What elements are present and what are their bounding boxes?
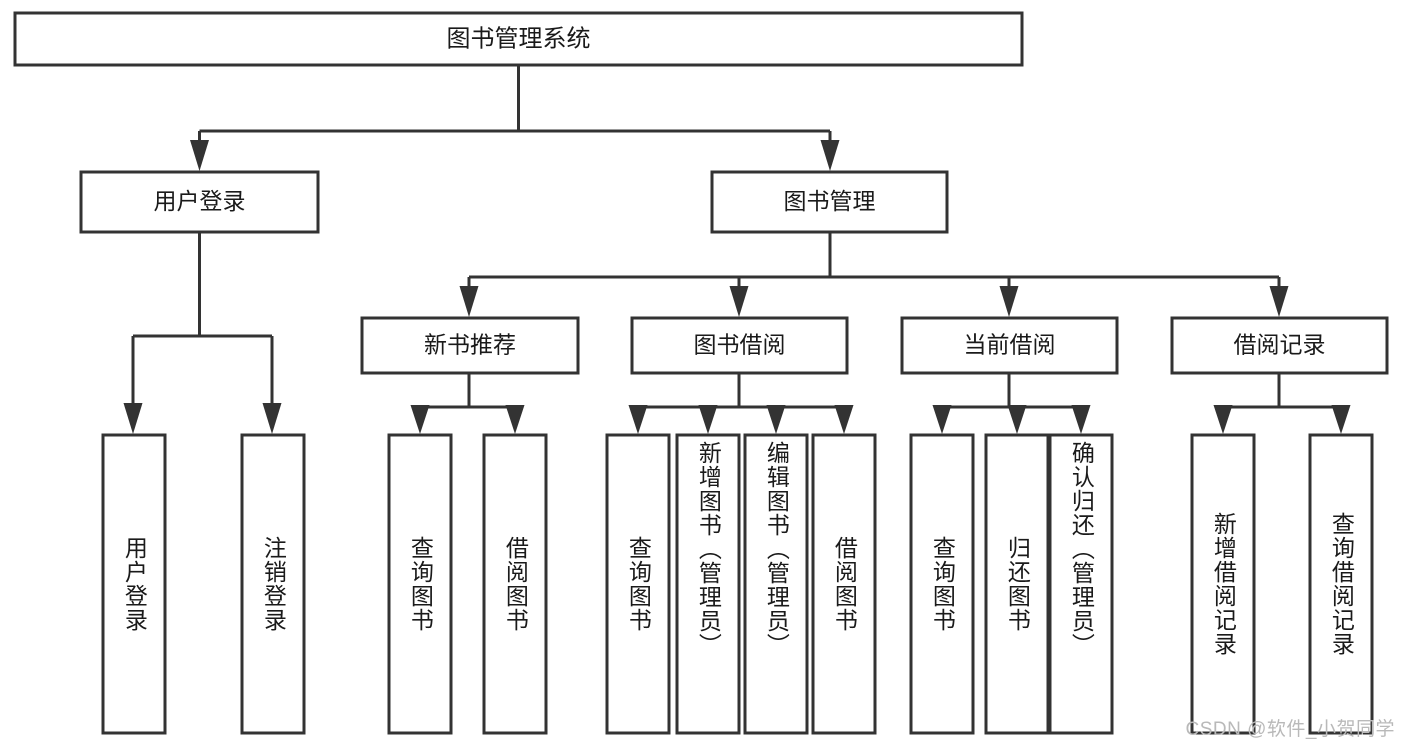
node-leaf-user-login[interactable]: [101, 433, 167, 735]
node-leaf-borrow-book[interactable]: [811, 433, 877, 735]
node-user-login[interactable]: 用户登录: [79, 170, 320, 234]
node-leaf-add-borrow-record[interactable]: [1190, 433, 1256, 735]
arrow-head-icon: [834, 405, 854, 434]
node-current-borrow-label: 当前借阅: [964, 332, 1056, 358]
arrow-head-icon: [262, 403, 282, 434]
node-leaf-logout[interactable]: [240, 433, 306, 735]
node-book-borrow-label: 图书借阅: [694, 332, 786, 358]
arrow-head-icon: [123, 403, 143, 434]
node-leaf-query-book-cur[interactable]: [909, 433, 975, 735]
connector-root-to-level2: [190, 65, 840, 171]
arrow-head-icon: [698, 405, 718, 434]
connector-book-borrow-to-leaves: [628, 373, 854, 434]
arrow-head-icon: [820, 140, 840, 171]
connector-user-login-to-leaves: [123, 232, 282, 434]
arrow-head-icon: [999, 286, 1019, 317]
node-borrow-record-label: 借阅记录: [1234, 332, 1326, 358]
arrow-head-icon: [1007, 405, 1027, 434]
arrow-head-icon: [459, 286, 479, 317]
arrow-head-icon: [190, 140, 209, 171]
node-leaf-query-borrow-record[interactable]: [1308, 433, 1374, 735]
node-leaf-return-book[interactable]: [984, 433, 1050, 735]
watermark: CSDN @软件_小贺同学: [1185, 719, 1395, 740]
arrow-head-icon: [729, 286, 749, 317]
leaf-boxes: [101, 433, 1374, 735]
node-book-borrow[interactable]: 图书借阅: [630, 316, 849, 375]
node-leaf-borrow-book-rec[interactable]: [482, 433, 548, 735]
node-book-manage[interactable]: 图书管理: [710, 170, 949, 234]
arrow-head-icon: [1331, 405, 1351, 434]
node-leaf-edit-book-admin[interactable]: [743, 433, 809, 735]
node-new-book-recommend-label: 新书推荐: [424, 332, 516, 358]
arrow-head-icon: [932, 405, 952, 434]
arrow-head-icon: [505, 405, 525, 434]
connector-new-book-recommend-to-leaves: [410, 373, 525, 434]
arrow-head-icon: [766, 405, 786, 434]
node-new-book-recommend[interactable]: 新书推荐: [360, 316, 580, 375]
node-root[interactable]: 图书管理系统: [13, 11, 1024, 67]
node-current-borrow[interactable]: 当前借阅: [900, 316, 1119, 375]
node-leaf-add-book-admin[interactable]: [675, 433, 741, 735]
connector-current-borrow-to-leaves: [932, 373, 1091, 434]
arrow-head-icon: [410, 405, 430, 434]
node-borrow-record[interactable]: 借阅记录: [1170, 316, 1389, 375]
node-leaf-query-book-rec[interactable]: [387, 433, 453, 735]
connector-borrow-record-to-leaves: [1213, 373, 1351, 434]
connector-book-manage-to-level3: [459, 232, 1289, 317]
arrow-head-icon: [1213, 405, 1233, 434]
arrow-head-icon: [1071, 405, 1091, 434]
node-leaf-confirm-return-admin[interactable]: [1048, 433, 1114, 735]
arrow-head-icon: [1269, 286, 1289, 317]
arrow-head-icon: [628, 405, 648, 434]
node-leaf-query-book-borrow[interactable]: [605, 433, 671, 735]
node-book-manage-label: 图书管理: [784, 188, 876, 214]
node-user-login-label: 用户登录: [154, 188, 246, 214]
node-root-label: 图书管理系统: [447, 25, 591, 52]
